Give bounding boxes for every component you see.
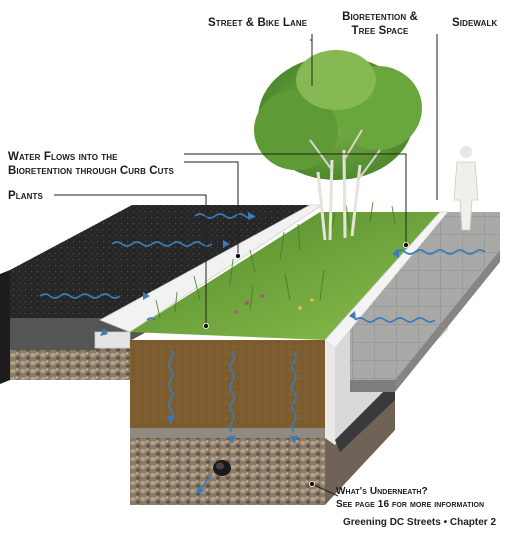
leader-dots bbox=[202, 241, 409, 487]
bioretention-planting-bed bbox=[130, 201, 440, 340]
tree-icon bbox=[254, 50, 422, 241]
whats-underneath-label: What's Underneath? See page 16 for more … bbox=[336, 485, 484, 511]
plants-label: Plants bbox=[8, 190, 43, 202]
water-flows-label-line2: Bioretention through Curb Cuts bbox=[8, 165, 174, 177]
water-flows-label: Water Flows into the Bioretention throug… bbox=[8, 150, 174, 178]
whats-underneath-title: What's Underneath? bbox=[336, 486, 428, 497]
bioretention-label-line2: Tree Space bbox=[351, 25, 409, 37]
water-flow-icon bbox=[39, 213, 486, 433]
see-page-prefix: See page bbox=[336, 499, 378, 510]
page-footer: Greening DC Streets • Chapter 2 bbox=[343, 517, 496, 528]
see-page-note: See page 16 for more information bbox=[336, 498, 484, 511]
water-flows-label-line1: Water Flows into the bbox=[8, 151, 118, 163]
person-icon bbox=[453, 146, 479, 231]
bioretention-label: Bioretention & Tree Space bbox=[332, 10, 428, 38]
soil-section bbox=[130, 340, 325, 438]
leader-lines bbox=[54, 34, 438, 497]
drain-pipe-icon bbox=[213, 460, 231, 476]
sidewalk-label: Sidewalk bbox=[452, 17, 498, 29]
sidewalk-slab bbox=[350, 212, 500, 392]
see-page-suffix: for more information bbox=[389, 499, 485, 510]
see-page-number: 16 bbox=[377, 499, 390, 510]
street-bike-lane-label: Street & Bike Lane bbox=[208, 17, 308, 29]
bioretention-label-line1: Bioretention & bbox=[342, 11, 418, 23]
street-slab bbox=[0, 205, 322, 384]
